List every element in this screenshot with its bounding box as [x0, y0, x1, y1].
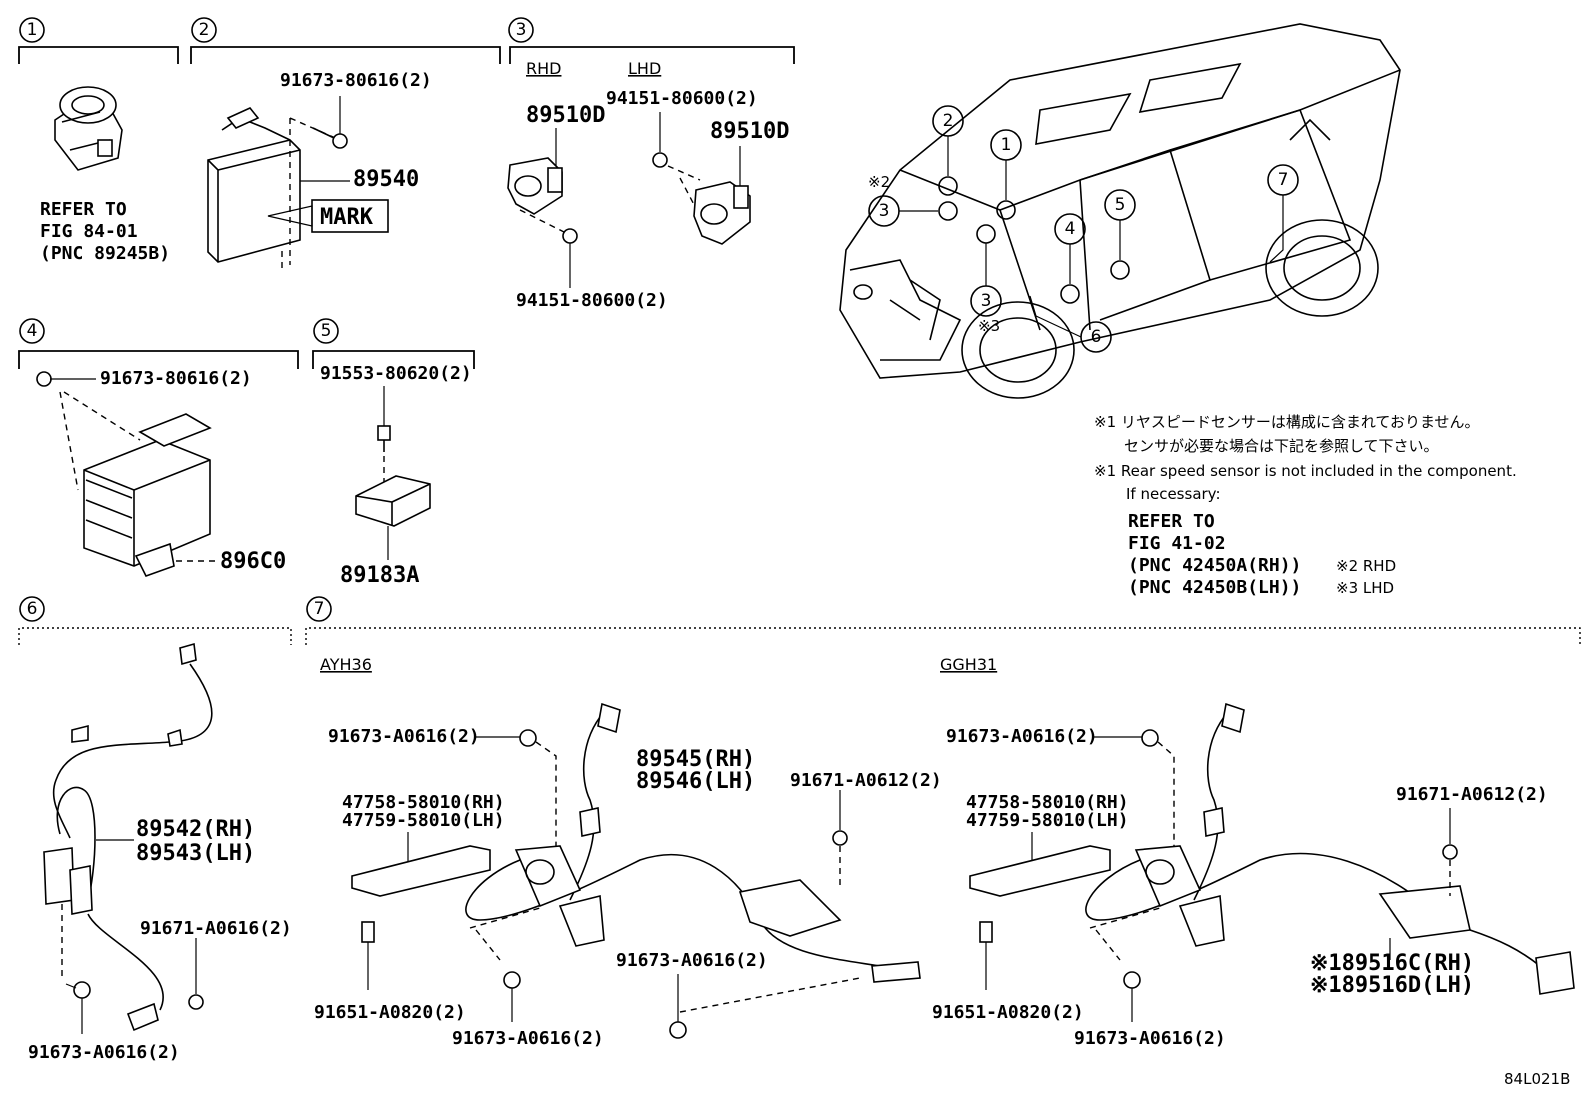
s7-ggh-part-lh-label: ※189516D(LH)	[1310, 973, 1474, 998]
section-5-number: 5	[321, 321, 332, 341]
car-callout-5: 5	[1115, 195, 1126, 215]
mark-box	[311, 199, 389, 233]
section-5-sensor-drawing	[355, 386, 431, 560]
s5-part-label: 89183A	[340, 563, 419, 588]
s6-bolt1-label: 91671-A0616(2)	[140, 918, 292, 939]
s7-ayh-sensor-rh-label: 89545(RH)	[636, 747, 755, 772]
s7-ggh-model-label: GGH31	[940, 655, 997, 674]
s6-bolt2-label: 91673-A0616(2)	[28, 1042, 180, 1063]
vehicle-callouts: 2 1 ※2 3 3 ※3 4 5 6 7	[868, 105, 1299, 353]
s7-ggh-bolt-right-label: 91671-A0612(2)	[1396, 784, 1548, 805]
s7-ayh-bolt-right-label: 91671-A0612(2)	[790, 770, 942, 791]
section-1-number: 1	[27, 20, 38, 40]
s3-part-rhd-label: 89510D	[526, 103, 605, 128]
note-jp-line-1: ※1 リヤスピードセンサーは構成に含まれておりません。	[1094, 413, 1480, 431]
section-6-number: 6	[27, 599, 38, 619]
note-en-line-1: ※1 Rear speed sensor is not included in …	[1094, 462, 1517, 480]
s3-lhd-label: LHD	[628, 59, 661, 78]
note-refer-line-4: (PNC 42450B(LH))	[1128, 577, 1301, 598]
s7-ggh-bracket-lh-label: 47759-58010(LH)	[966, 810, 1129, 831]
s3-lhd-sensor-drawing	[652, 152, 751, 245]
car-callout-4: 4	[1065, 219, 1076, 239]
s7-ayh-bracket-lh-label: 47759-58010(LH)	[342, 810, 505, 831]
s7-ggh-bolt-bottom-label: 91673-A0616(2)	[1074, 1028, 1226, 1049]
s7-ggh-part-rh-label: ※189516C(RH)	[1310, 951, 1474, 976]
s3-bolt-top-label: 94151-80600(2)	[606, 88, 758, 109]
note-jp-line-2: センサが必要な場合は下記を参照して下さい。	[1124, 437, 1439, 455]
vehicle-illustration	[839, 23, 1401, 399]
s3-rhd-label: RHD	[526, 59, 561, 78]
s3-bolt-bottom-label: 94151-80600(2)	[516, 290, 668, 311]
section-4-ecu-drawing	[36, 371, 216, 577]
note-refer-line-2: FIG 41-02	[1128, 533, 1226, 554]
s7-ggh-bolt-top-label: 91673-A0616(2)	[946, 726, 1098, 747]
s1-refer-line-1: REFER TO	[40, 199, 127, 220]
s6-part-lh-label: 89543(LH)	[136, 841, 255, 866]
s2-mark-label: MARK	[320, 205, 374, 230]
s3-part-lhd-label: 89510D	[710, 119, 789, 144]
car-callout-3b: 3	[981, 291, 992, 311]
section-3-number: 3	[516, 20, 527, 40]
s7-ayh-sensor-lh-label: 89546(LH)	[636, 769, 755, 794]
car-callout-3a: 3	[879, 201, 890, 221]
section-2-number: 2	[199, 20, 210, 40]
car-callout-2: 2	[943, 111, 954, 131]
car-callout-6: 6	[1091, 327, 1102, 347]
section-1-part-drawing	[54, 86, 123, 171]
s4-bolt-label: 91673-80616(2)	[100, 368, 252, 389]
s7-ayh-bolt-mid-label: 91673-A0616(2)	[616, 950, 768, 971]
note-lhd: ※3 LHD	[1336, 579, 1394, 597]
s7-ggh-assembly-drawing	[969, 702, 1575, 1022]
s5-bolt-label: 91553-80620(2)	[320, 363, 472, 384]
s1-refer-line-2: FIG 84-01	[40, 221, 138, 242]
figure-code: 84L021B	[1504, 1070, 1570, 1088]
note-refer-line-3: (PNC 42450A(RH))	[1128, 555, 1301, 576]
car-mark-3: ※3	[978, 317, 1000, 335]
s7-ayh-bolt-bottom-label: 91673-A0616(2)	[452, 1028, 604, 1049]
section-7-number: 7	[314, 599, 325, 619]
s7-ayh-bolt-lower-label: 91651-A0820(2)	[314, 1002, 466, 1023]
s4-part-label: 896C0	[220, 549, 286, 574]
section-6-sensor-drawing	[43, 642, 213, 1034]
s2-part-label: 89540	[353, 167, 419, 192]
car-mark-2: ※2	[868, 173, 890, 191]
section-1-header: 1	[18, 17, 179, 64]
section-2-bolt-icon	[312, 96, 348, 149]
section-2-ecu-drawing	[207, 107, 341, 268]
car-callout-1: 1	[1001, 135, 1012, 155]
s7-ggh-bolt-lower-label: 91651-A0820(2)	[932, 1002, 1084, 1023]
s7-ayh-bracket-rh-label: 47758-58010(RH)	[342, 792, 505, 813]
section-7-header: 7	[305, 596, 1581, 645]
s3-rhd-sensor-drawing	[507, 157, 578, 288]
note-rhd: ※2 RHD	[1336, 557, 1396, 575]
section-6-header: 6	[18, 596, 292, 645]
s7-ggh-bracket-rh-label: 47758-58010(RH)	[966, 792, 1129, 813]
note-en-line-2: If necessary:	[1126, 485, 1221, 503]
s2-bolt-label: 91673-80616(2)	[280, 70, 432, 91]
section-2-header: 2	[190, 17, 501, 64]
s7-ayh-assembly-drawing	[351, 702, 921, 1039]
car-callout-7: 7	[1278, 170, 1289, 190]
section-4-number: 4	[27, 321, 38, 341]
section-3-header: 3	[508, 17, 795, 64]
s6-part-rh-label: 89542(RH)	[136, 817, 255, 842]
section-4-header: 4	[18, 318, 299, 369]
note-refer-line-1: REFER TO	[1128, 511, 1215, 532]
s7-ayh-bolt-top-label: 91673-A0616(2)	[328, 726, 480, 747]
s1-refer-line-3: (PNC 89245B)	[40, 243, 170, 264]
section-5-header: 5	[312, 318, 475, 369]
s7-ayh-model-label: AYH36	[320, 655, 372, 674]
